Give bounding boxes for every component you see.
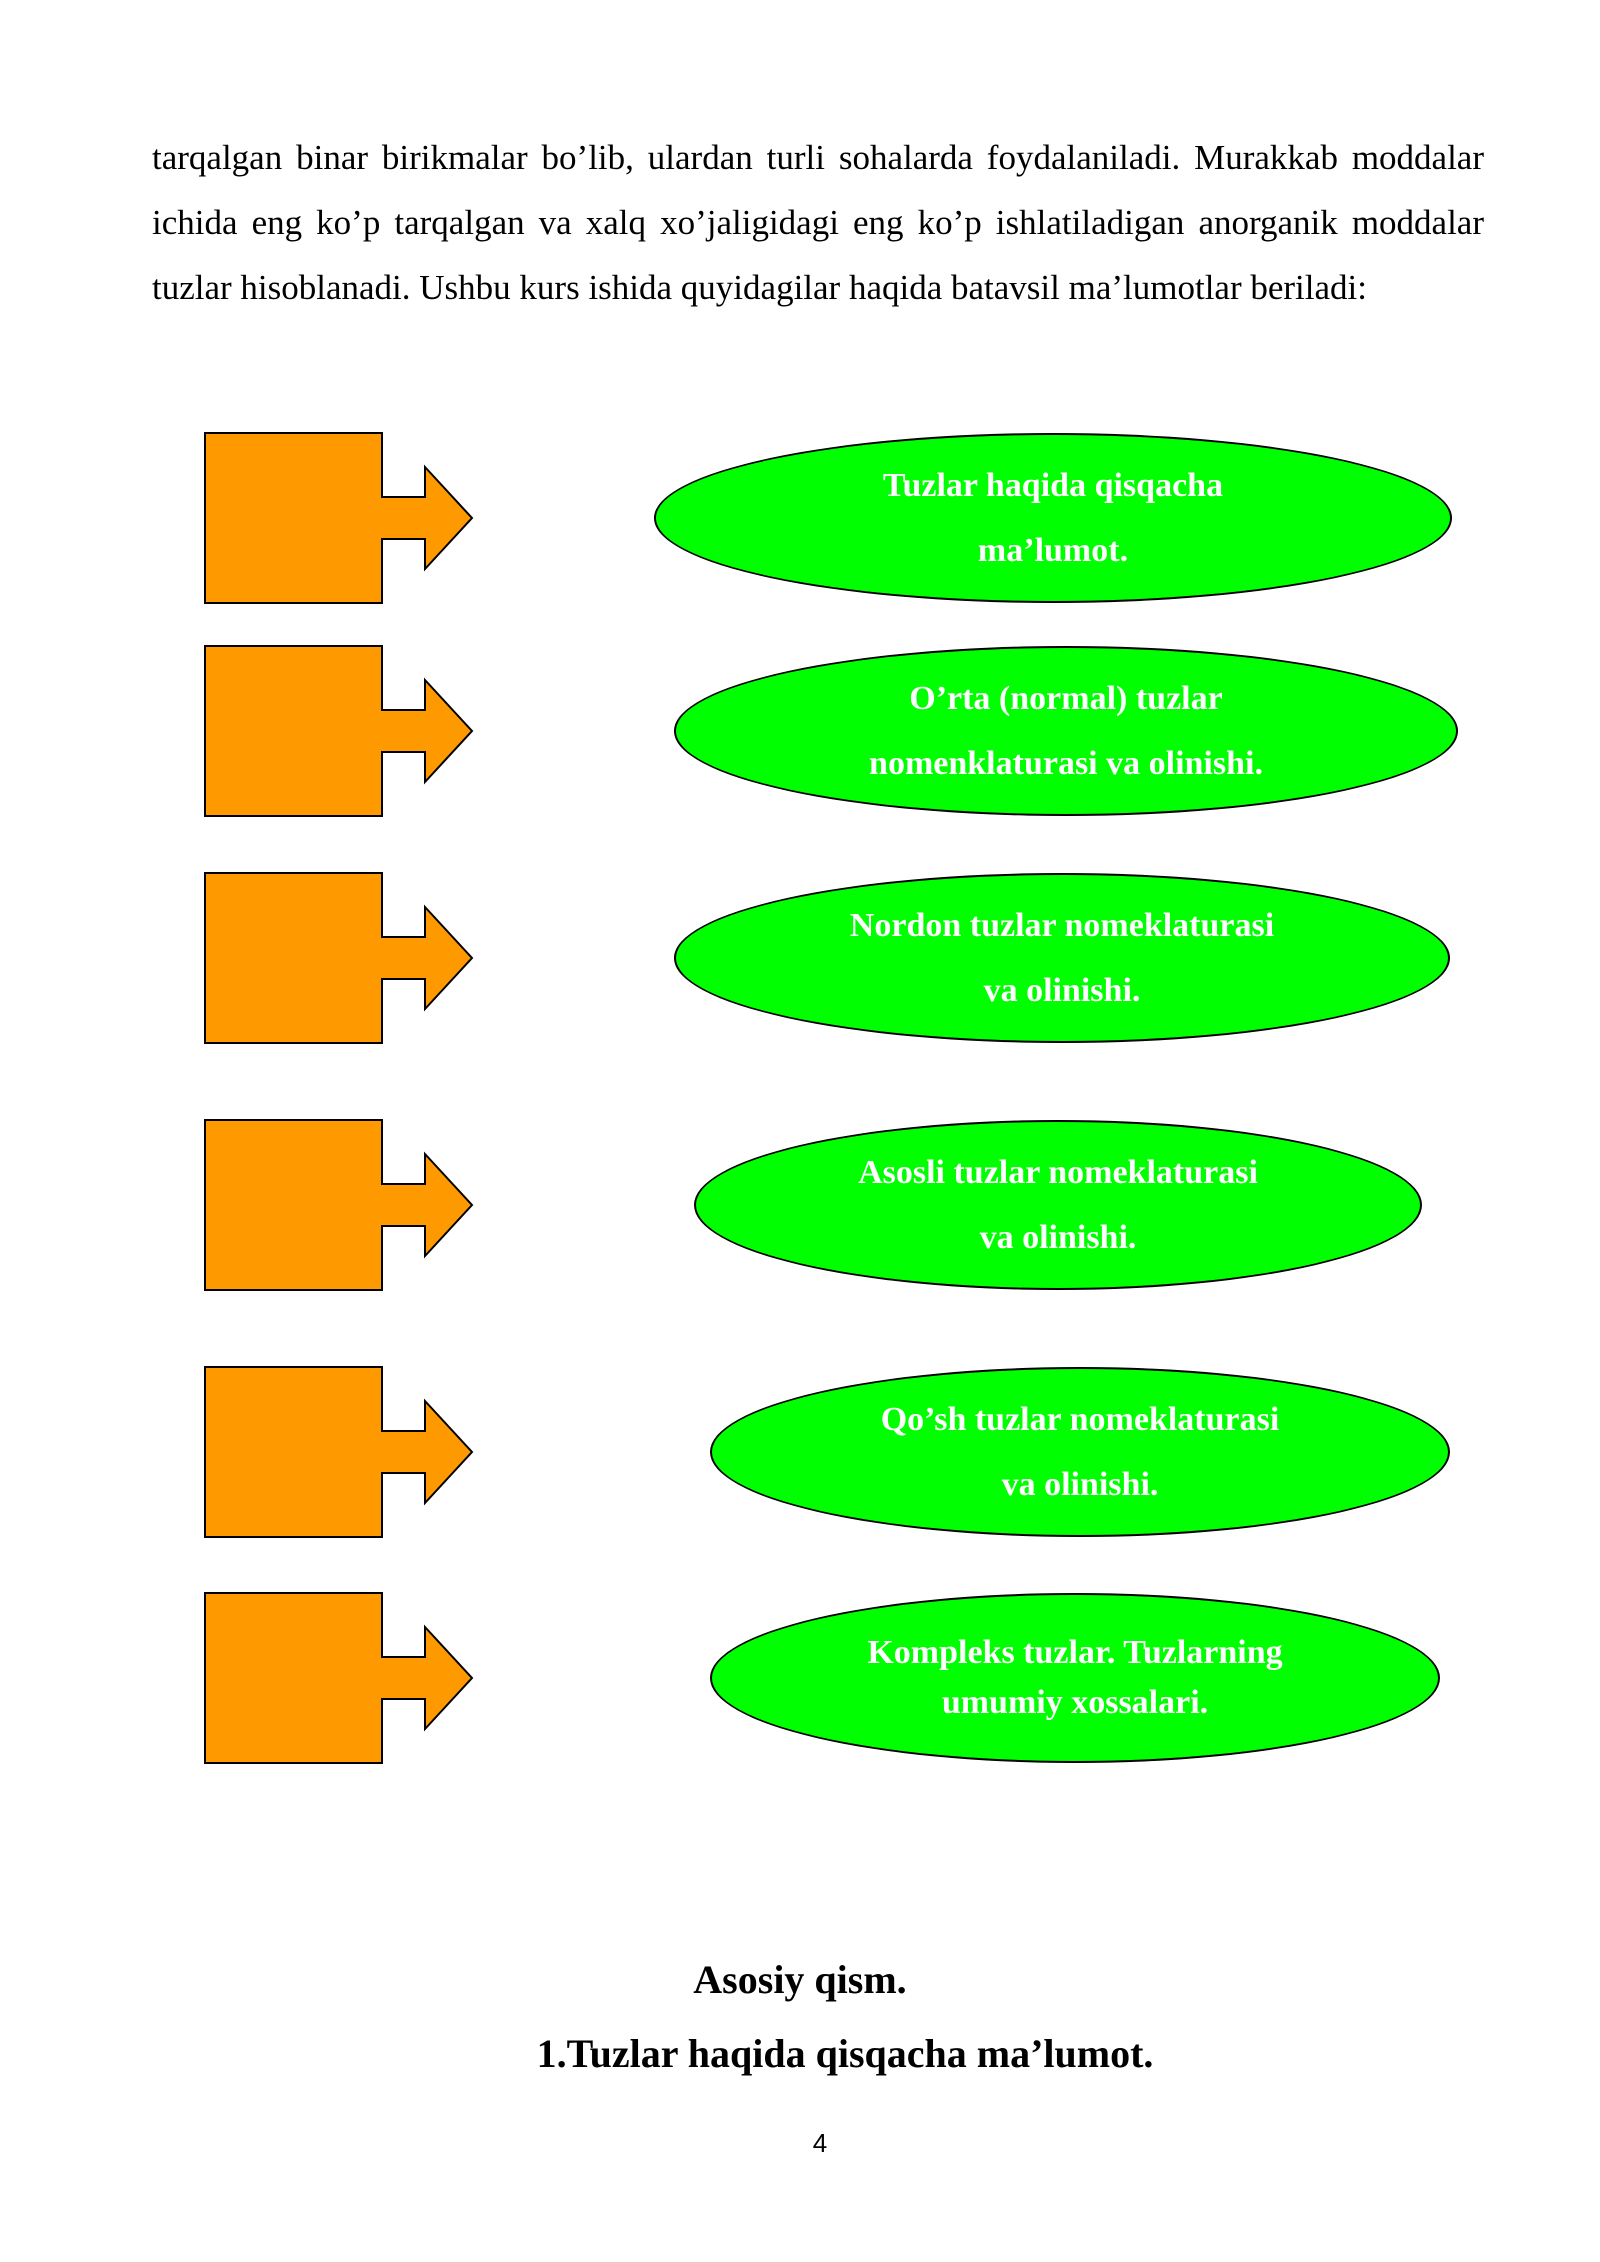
topic-label: Qo’sh tuzlar nomeklaturasi va olinishi. <box>880 1401 1280 1503</box>
topic-oval: Asosli tuzlar nomeklaturasi va olinishi. <box>694 1120 1422 1290</box>
topic-oval: O’rta (normal) tuzlar nomenklaturasi va … <box>674 646 1458 816</box>
topic-label: Tuzlar haqida qisqacha ma’lumot. <box>882 467 1224 569</box>
orange-box-arrow <box>204 1119 474 1291</box>
box-arrow-shape <box>204 1592 474 1764</box>
topic-label: O’rta (normal) tuzlar nomenklaturasi va … <box>869 680 1263 782</box>
orange-box-arrow <box>204 1366 474 1538</box>
topic-oval: Qo’sh tuzlar nomeklaturasi va olinishi. <box>710 1367 1450 1537</box>
page-number: 4 <box>812 2128 828 2158</box>
box-arrow-shape <box>204 1366 474 1538</box>
topic-label: Asosli tuzlar nomeklaturasi va olinishi. <box>858 1154 1258 1256</box>
topic-oval: Nordon tuzlar nomeklaturasi va olinishi. <box>674 873 1450 1043</box>
box-arrow-shape <box>204 872 474 1044</box>
orange-box-arrow <box>204 645 474 817</box>
topic-label: Nordon tuzlar nomeklaturasi va olinishi. <box>849 907 1275 1009</box>
box-arrow-shape <box>204 432 474 604</box>
topic-label: Kompleks tuzlar. Tuzlarning umumiy xossa… <box>867 1634 1283 1721</box>
topic-oval: Tuzlar haqida qisqacha ma’lumot. <box>654 433 1452 603</box>
box-arrow-shape <box>204 1119 474 1291</box>
section-title: Asosiy qism. <box>693 1957 907 2002</box>
orange-box-arrow <box>204 432 474 604</box>
subsection-title: 1.Tuzlar haqida qisqacha ma’lumot. <box>536 2031 1154 2076</box>
orange-box-arrow <box>204 1592 474 1764</box>
intro-paragraph: tarqalgan binar birikmalar bo’lib, ulard… <box>152 138 1484 307</box>
box-arrow-shape <box>204 645 474 817</box>
orange-box-arrow <box>204 872 474 1044</box>
topic-oval: Kompleks tuzlar. Tuzlarning umumiy xossa… <box>710 1593 1440 1763</box>
